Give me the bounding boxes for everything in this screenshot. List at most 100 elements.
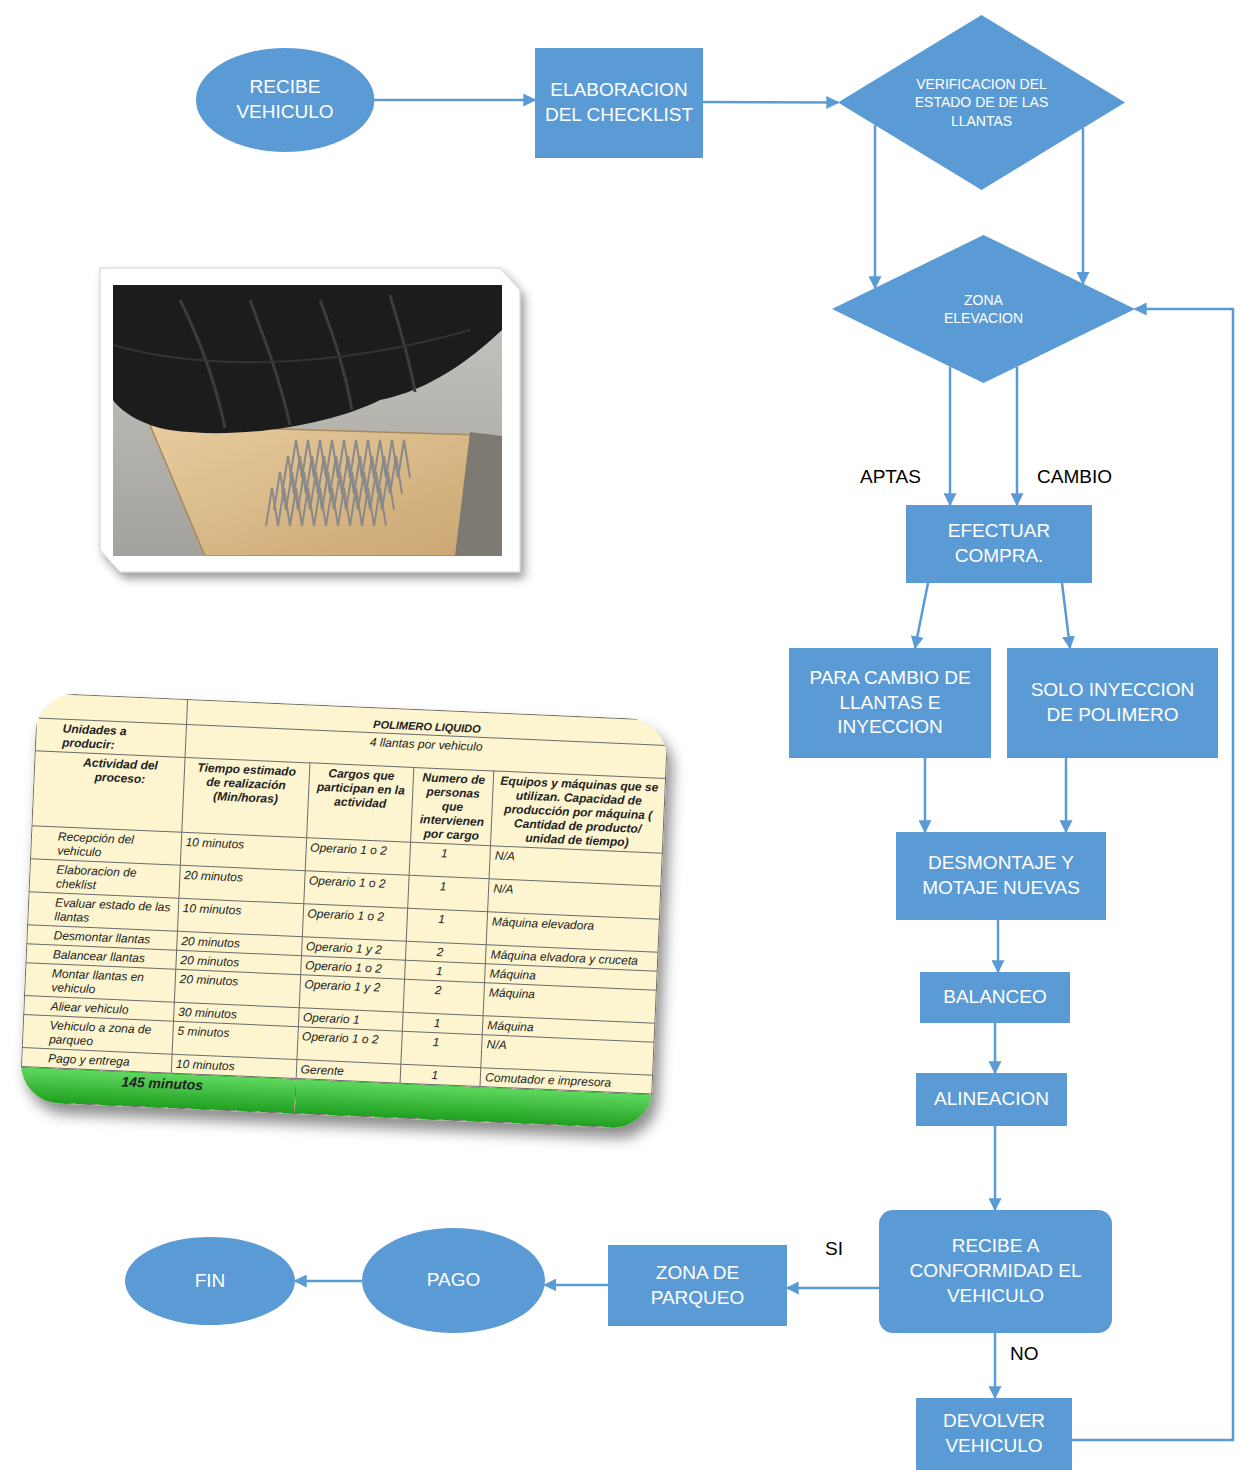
edge-label: APTAS	[858, 466, 923, 489]
table-cell-text: 20 minutos	[184, 868, 243, 885]
table-grid: POLIMERO LIQUIDO Unidades a producir: 4 ll…	[19, 692, 668, 1129]
node-text: EFECTUAR COMPRA.	[924, 519, 1074, 568]
table-cell-text: Vehiculo a zona de parqueo	[49, 1018, 152, 1048]
table-cell-text: Operario 1 o 2	[307, 906, 384, 923]
table-cell-text: Operario 1 y 2	[304, 977, 381, 994]
table-cell-text: Pago y entrega	[48, 1051, 130, 1069]
table-cell-text: N/A	[495, 849, 516, 864]
table-cell-text: 1	[436, 964, 443, 978]
process-box: PARA CAMBIO DE LLANTAS E INYECCION	[789, 648, 991, 758]
table-cell-text: 4 llantas por vehiculo	[370, 735, 483, 754]
table-cell-text: Numero de personas que intervienen por c…	[420, 770, 486, 843]
table-cell-text: 1	[438, 912, 445, 926]
node-text: RECIBE A CONFORMIDAD EL VEHICULO	[900, 1234, 1092, 1308]
table-cell-text: Máquina	[489, 985, 536, 1001]
flow-arrow	[874, 125, 877, 288]
decision-diamond: ZONA ELEVACION	[832, 235, 1135, 383]
process-box: BALANCEO	[920, 972, 1070, 1023]
flow-arrow	[997, 920, 1000, 972]
flow-arrow	[994, 1126, 997, 1210]
process-box: DEVOLVER VEHICULO	[916, 1398, 1072, 1470]
table-cell-text: Máquina	[487, 1018, 534, 1034]
activity-table: POLIMERO LIQUIDO Unidades a producir: 4 ll…	[19, 692, 668, 1129]
table-cell-text: 1	[433, 1016, 440, 1030]
edge-label: SI	[823, 1238, 845, 1261]
photo-frame	[100, 268, 520, 572]
table-cell-text: Equipos y máquinas que se utilizan. Capa…	[500, 774, 659, 850]
table-cell-text: Máquina	[489, 966, 536, 982]
photo-content	[113, 285, 502, 556]
process-box: ZONA DE PARQUEO	[608, 1245, 787, 1326]
table-cell-text: Balancear llantas	[53, 947, 146, 965]
table-cell-text: N/A	[493, 882, 514, 897]
table-cell-text: Máquina elevadora	[492, 914, 595, 932]
table-cell-text: 20 minutos	[179, 972, 238, 989]
table-cell-text: Unidades a producir:	[62, 722, 127, 752]
edge-label: CAMBIO	[1035, 466, 1114, 489]
table-cell-text: 30 minutos	[178, 1005, 237, 1022]
node-text: ZONA DE PARQUEO	[628, 1261, 768, 1310]
table-cell-text: Operario 1 o 2	[310, 840, 387, 857]
decision-box: RECIBE A CONFORMIDAD EL VEHICULO	[879, 1210, 1112, 1333]
table-cell-text: 20 minutos	[181, 934, 240, 951]
table-cell-text: Cargos que participan en la actividad	[317, 766, 406, 811]
flow-arrow	[994, 1333, 997, 1398]
ellipse-shape	[196, 48, 374, 152]
table-cell-text: 10 minutos	[176, 1057, 235, 1074]
flow-arrow	[924, 758, 927, 832]
node-text: VERIFICACION DEL ESTADO DE DE LAS LLANTA…	[912, 75, 1052, 130]
process-box: ELABORACION DEL CHECKLIST	[535, 48, 703, 158]
flow-arrow	[545, 1284, 608, 1287]
diamond-shape	[832, 235, 1135, 383]
table-cell-text: Máquina elvadora y cruceta	[490, 947, 638, 967]
decision-diamond: VERIFICACION DEL ESTADO DE DE LAS LLANTA…	[838, 15, 1125, 190]
table-cell-text: 1	[439, 879, 446, 893]
table-cell-text: Desmontar llantas	[53, 928, 150, 946]
node-text: DESMONTAJE Y MOTAJE NUEVAS	[906, 851, 1096, 900]
table-cell-text: POLIMERO LIQUIDO	[373, 718, 481, 735]
table-cell-text: Operario 1 o 2	[302, 1029, 379, 1046]
flow-arrow	[949, 367, 952, 505]
table-cell-text: 2	[436, 945, 443, 959]
table-cell-text: Montar llantas en vehiculo	[51, 966, 144, 996]
table-cell-text: 20 minutos	[180, 953, 239, 970]
process-ellipse: PAGO	[362, 1228, 545, 1333]
flow-arrow	[915, 583, 928, 648]
node-text: ELABORACION DEL CHECKLIST	[544, 78, 694, 127]
table-cell-text: 10 minutos	[185, 835, 244, 852]
flow-arrow	[1082, 128, 1085, 284]
node-text: RECIBE VEHICULO	[225, 75, 345, 124]
table-cell-text: Aliear vehiculo	[50, 999, 129, 1016]
process-box: EFECTUAR COMPRA.	[906, 505, 1092, 583]
table-cell-text: 2	[435, 983, 442, 997]
flow-arrow	[1016, 367, 1019, 505]
process-box: SOLO INYECCION DE POLIMERO	[1007, 648, 1218, 758]
table-cell-text: 10 minutos	[182, 901, 241, 918]
table-cell-text: N/A	[486, 1037, 507, 1052]
node-text: BALANCEO	[943, 985, 1046, 1010]
table-cell-text: Operario 1 o 2	[305, 958, 382, 975]
node-text: ZONA ELEVACION	[939, 291, 1029, 327]
flow-arrow	[994, 1023, 997, 1073]
flow-arrow	[1062, 583, 1070, 648]
edge-label: NO	[1008, 1343, 1041, 1366]
node-text: PAGO	[427, 1268, 481, 1293]
table-cell-text: Elaboracion de cheklist	[56, 862, 137, 892]
table-cell-text: Operario 1 y 2	[306, 939, 383, 956]
table-cell-text: Tiempo estimado de realización (Min/hora…	[197, 760, 296, 806]
flow-arrow	[295, 1280, 362, 1283]
table-cell-text: 1	[431, 1068, 438, 1082]
start-ellipse: RECIBE VEHICULO	[196, 48, 374, 152]
process-box: ALINEACION	[916, 1073, 1067, 1126]
table-cell-text: Recepción del vehiculo	[57, 829, 134, 859]
table-cell-text: Operario 1 o 2	[309, 873, 386, 890]
table-cell-text: Gerente	[300, 1062, 344, 1078]
flow-arrow	[787, 1287, 879, 1290]
table-cell-text: Operario 1	[303, 1010, 360, 1026]
flow-arrow	[374, 99, 535, 102]
table-cell-text: 1	[441, 846, 448, 860]
process-box: DESMONTAJE Y MOTAJE NUEVAS	[896, 832, 1106, 920]
node-text: PARA CAMBIO DE LLANTAS E INYECCION	[797, 666, 983, 740]
node-text: DEVOLVER VEHICULO	[924, 1409, 1064, 1458]
flow-arrow	[1065, 758, 1068, 832]
